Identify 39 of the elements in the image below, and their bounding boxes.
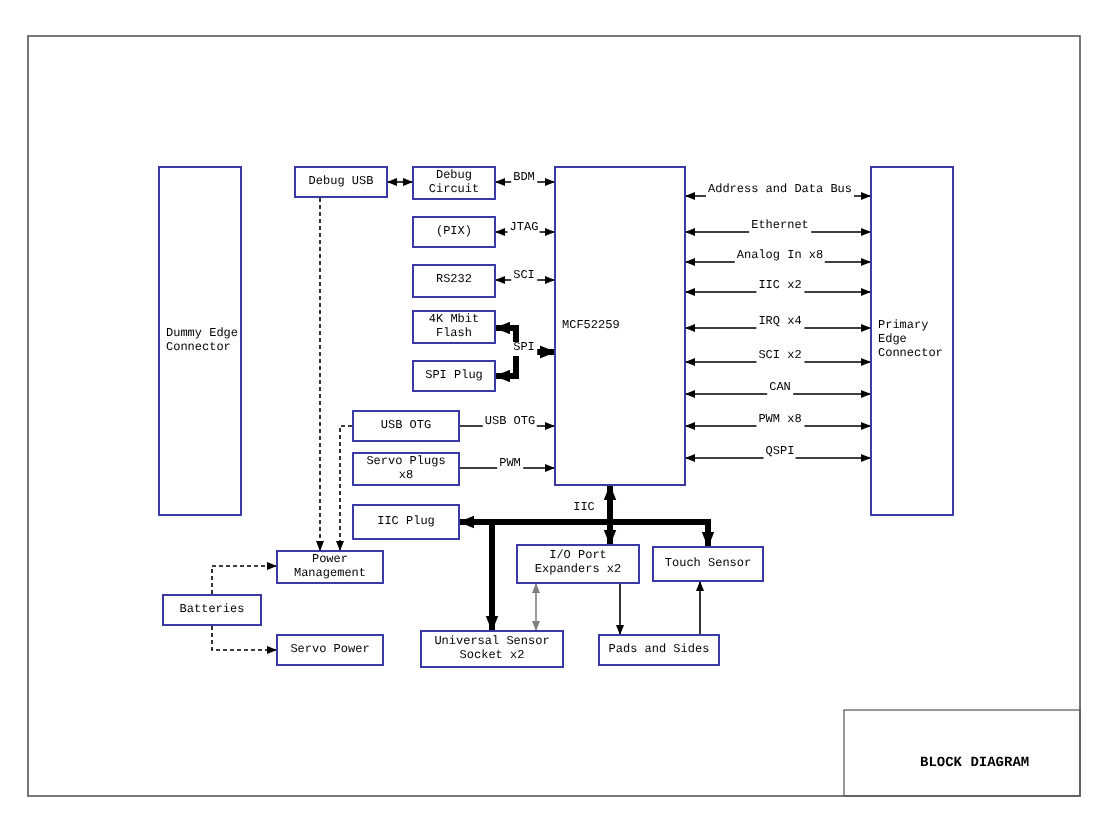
module-box [276, 634, 384, 666]
module-box [352, 410, 460, 442]
dashed-arrow [211, 625, 277, 654]
module-box [162, 594, 262, 626]
block-box [158, 166, 242, 516]
arrow [685, 454, 871, 462]
arrow [495, 178, 555, 186]
arrow [495, 228, 555, 236]
arrow [685, 390, 871, 398]
dashed-arrow [336, 425, 353, 551]
arrow [616, 583, 624, 635]
block-box [870, 166, 954, 516]
module-box [412, 264, 496, 298]
arrow [387, 178, 413, 186]
module-box [294, 166, 388, 198]
module-box [652, 546, 764, 582]
module-box [412, 310, 496, 344]
module-box [420, 630, 564, 668]
arrow [607, 486, 715, 548]
module-box [352, 504, 460, 540]
arrow [494, 345, 556, 383]
arrow [532, 583, 540, 631]
module-box [276, 550, 384, 584]
arrow [685, 324, 871, 332]
module-box [412, 166, 496, 200]
arrow [685, 288, 871, 296]
dashed-arrow [316, 197, 324, 551]
arrow [685, 358, 871, 366]
dashed-arrow [211, 562, 277, 595]
module-box [352, 452, 460, 486]
module-box [412, 360, 496, 392]
module-box [412, 216, 496, 248]
arrow [459, 464, 555, 472]
module-box [516, 544, 640, 584]
arrow [696, 581, 704, 635]
arrow [495, 276, 555, 284]
module-box [598, 634, 720, 666]
arrow [685, 422, 871, 430]
block-box [554, 166, 686, 486]
